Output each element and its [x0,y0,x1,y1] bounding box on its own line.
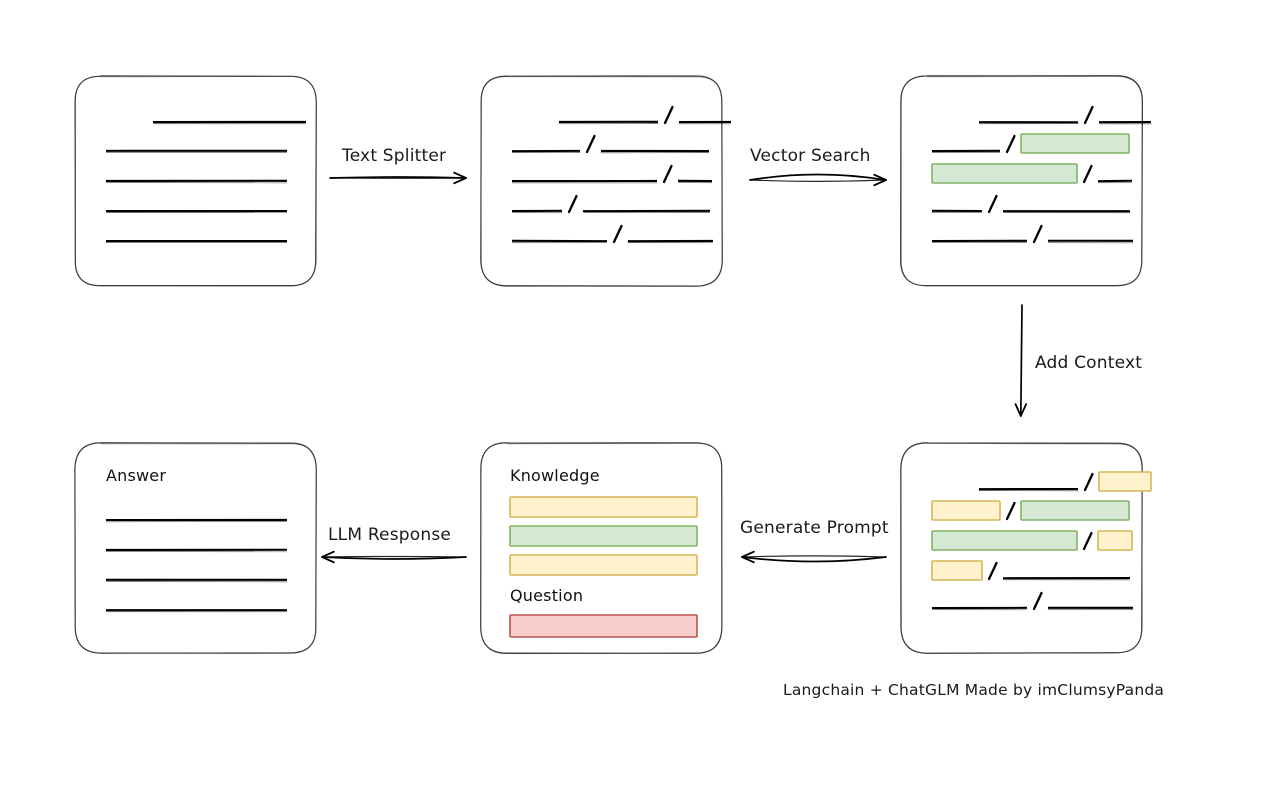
answer-box [74,442,317,654]
slash-separator [1032,224,1043,244]
chunk-chip-green [1020,500,1130,521]
prompt-question-heading: Question [510,586,584,605]
box-outline [480,75,723,287]
document-box-matched-chunks [900,75,1152,287]
arrow-generate-prompt-shaft [741,556,887,563]
arrow-llm-response-shaft2 [321,555,467,558]
credit-text: Langchain + ChatGLM Made by imClumsyPand… [783,681,1165,699]
box-outline [74,75,317,287]
slash-separator [987,561,998,581]
arrow-vector-search-shaft [749,173,887,181]
slash-separator [1082,531,1093,551]
slash-separator [567,194,578,214]
slash-separator [1005,501,1016,521]
slash-separator [1005,134,1016,154]
slash-separator [663,105,674,125]
chunk-chip-yellow [1098,471,1152,492]
slash-separator [1082,164,1093,184]
arrow-generate-prompt-head [741,550,755,564]
slash-separator [612,224,623,244]
slash-separator [1083,472,1094,492]
chunk-chip-green [931,530,1078,551]
arrow-llm-response-head [321,550,335,564]
slash-separator [987,194,998,214]
box-outline [900,75,1143,287]
arrow-generate-prompt-shaft2 [741,555,887,558]
chunk-chip-green [931,163,1078,184]
chunk-chip-yellow [931,500,1001,521]
arrow-llm-response-shaft [321,556,467,560]
arrow-text-splitter-head [453,171,467,185]
slash-separator [1032,591,1043,611]
chunk-chip-green [1020,133,1130,154]
arrow-vector-search-shaft2 [749,179,887,182]
knowledge-bar-2 [509,525,698,547]
document-box-split-chunks [480,75,732,287]
arrow-add-context-head [1014,403,1027,417]
arrow-label-generate-prompt: Generate Prompt [740,518,889,538]
chunk-chip-yellow [931,560,983,581]
knowledge-bar-1 [509,496,698,518]
arrow-layer [321,171,1027,564]
prompt-knowledge-heading: Knowledge [510,466,600,485]
knowledge-bar-3 [509,554,698,576]
slash-separator [1083,105,1094,125]
document-box-source [74,75,317,287]
answer-heading: Answer [106,466,167,485]
box-outline [900,442,1143,654]
document-box-context-chunks [900,442,1152,654]
arrow-label-vector-search: Vector Search [750,146,871,166]
box-outline [74,442,317,654]
question-bar-1 [509,614,698,638]
arrow-add-context-shaft [1019,304,1023,417]
slash-separator [585,134,596,154]
arrow-vector-search-head [873,173,887,187]
chunk-chip-yellow [1097,530,1133,551]
box-outline [480,442,723,654]
arrow-label-text-splitter: Text Splitter [342,146,447,166]
arrow-label-add-context: Add Context [1035,353,1143,373]
slash-separator [662,164,673,184]
arrow-label-llm-response: LLM Response [328,525,452,545]
prompt-box [480,442,723,654]
